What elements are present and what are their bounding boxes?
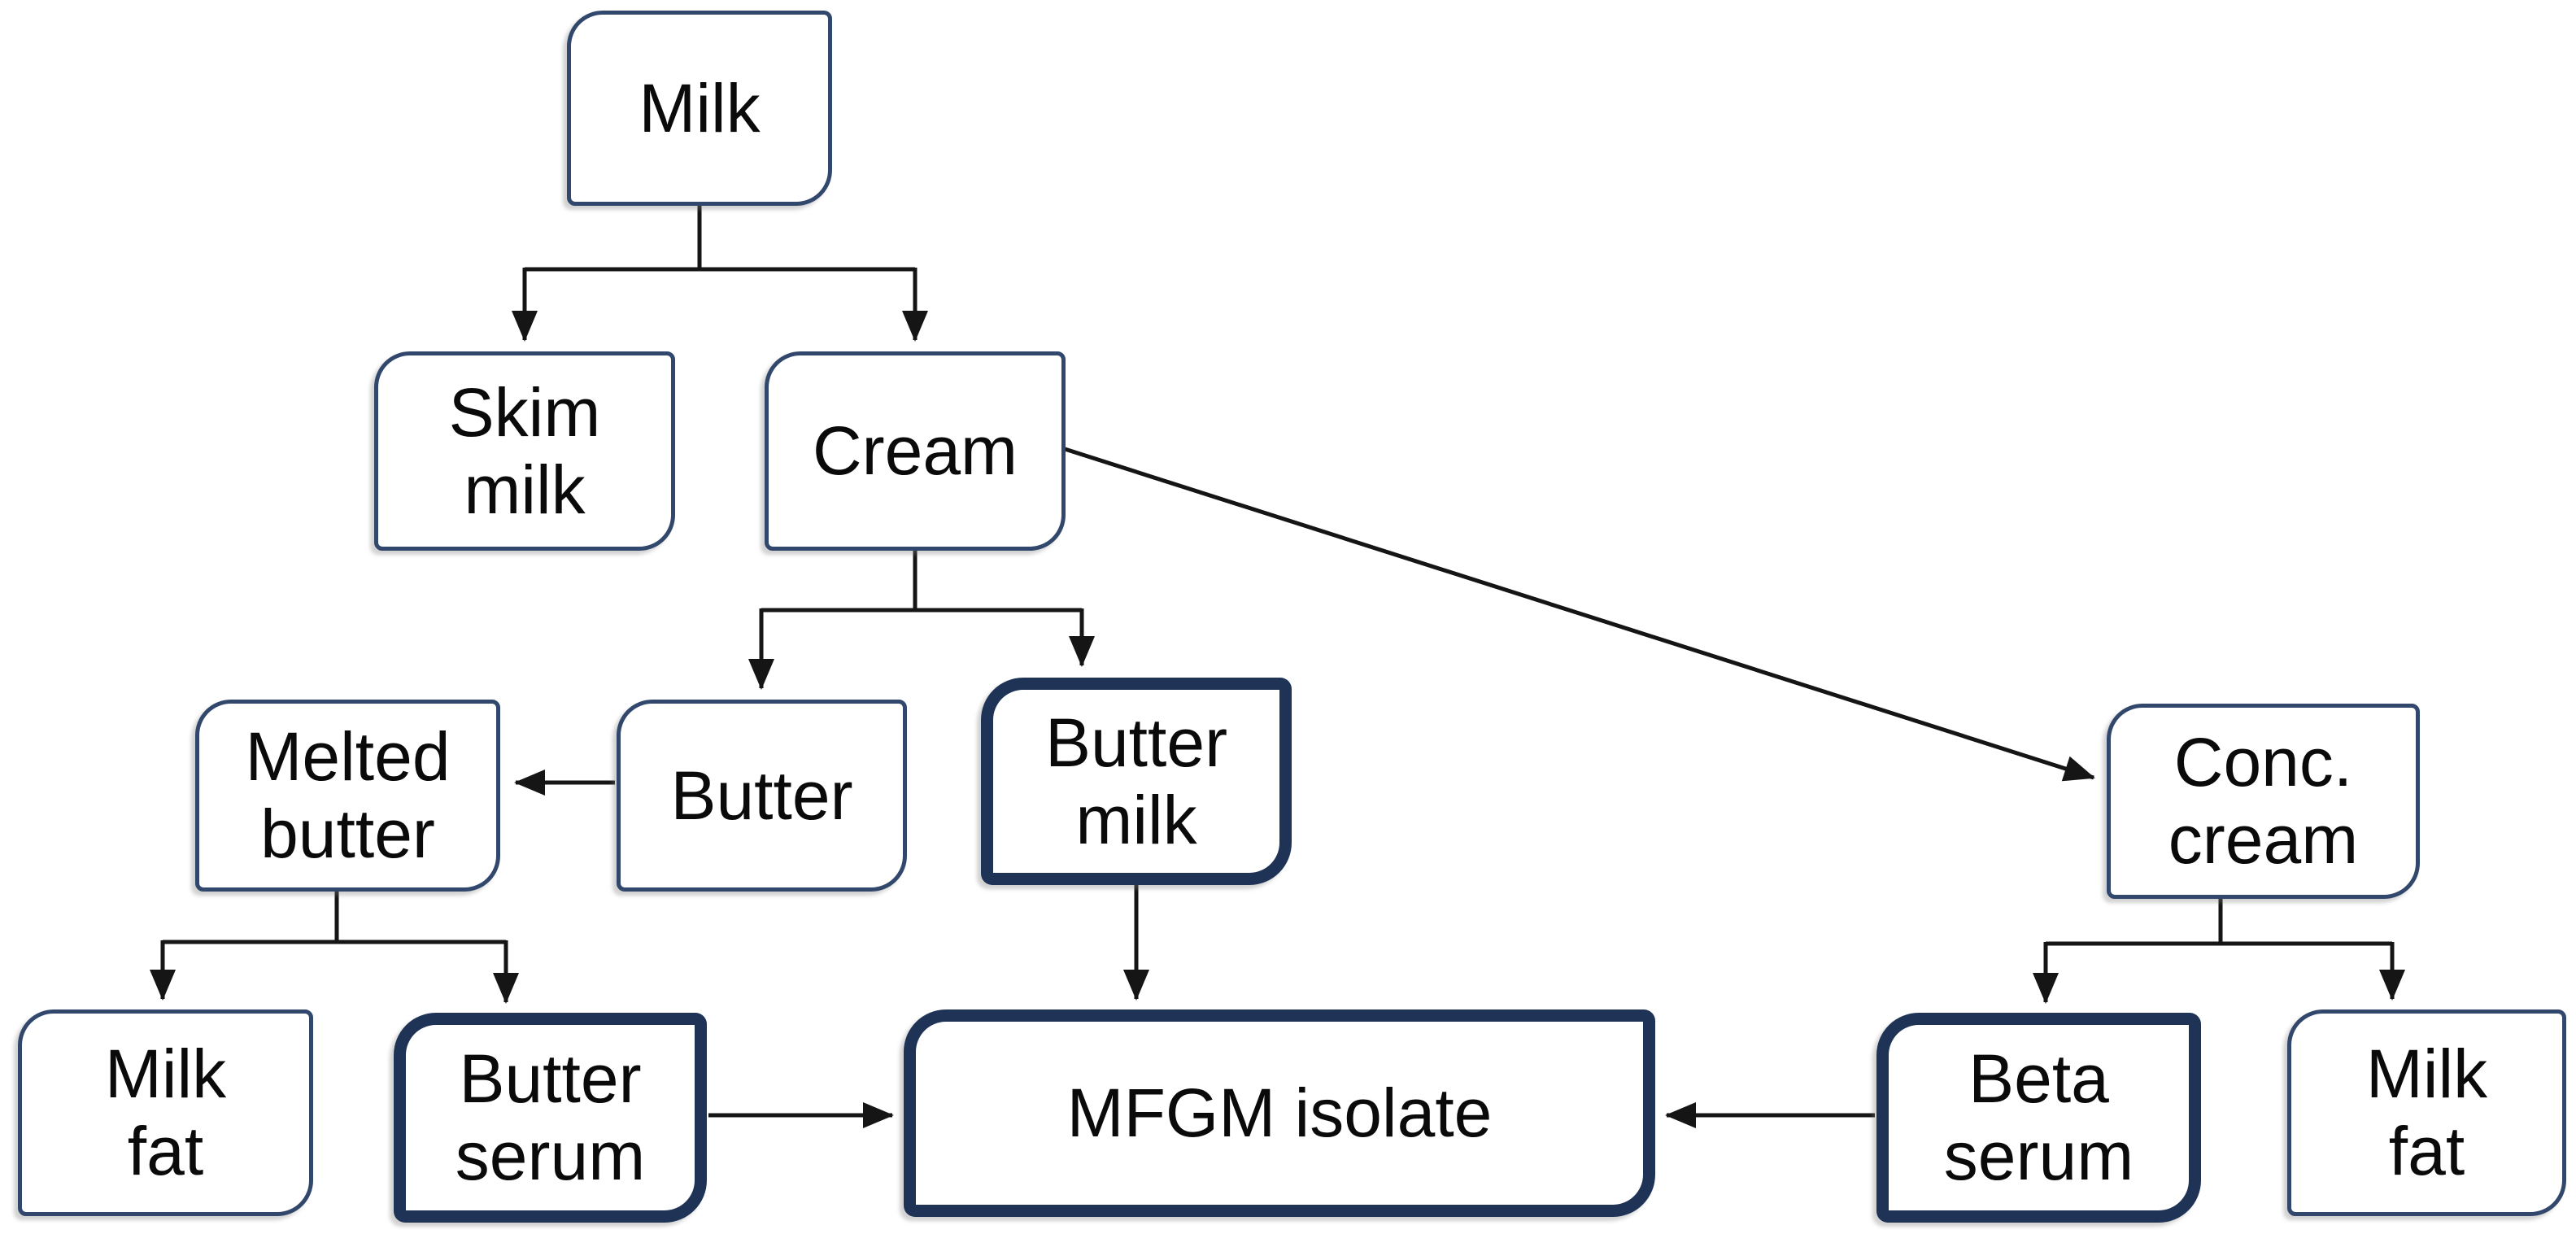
node-label: Butter: [459, 1040, 642, 1118]
node-label: serum: [1943, 1118, 2134, 1194]
node-label: Butter: [670, 757, 853, 834]
edge-milk-split-connector: [525, 203, 915, 272]
node-conc-cream: Conc. cream: [2107, 704, 2420, 899]
node-milk: Milk: [567, 11, 832, 206]
node-label: Milk: [639, 69, 761, 146]
node-label: Skim: [448, 373, 601, 451]
node-melted-butter: Melted butter: [195, 700, 500, 892]
node-label: Conc.: [2173, 724, 2353, 801]
node-butter-serum: Butter serum: [394, 1013, 707, 1223]
node-label: cream: [2168, 801, 2359, 878]
node-label: milk: [1075, 781, 1197, 858]
node-label: milk: [464, 451, 586, 528]
node-butter-milk: Butter milk: [981, 678, 1292, 885]
node-label: Melted: [245, 718, 451, 796]
node-milk-fat-left: Milk fat: [18, 1009, 313, 1216]
node-label: serum: [455, 1118, 646, 1194]
edge-conc-cream-split-connector: [2046, 897, 2392, 946]
node-milk-fat-right: Milk fat: [2287, 1009, 2566, 1216]
node-label: MFGM isolate: [1066, 1075, 1493, 1152]
edge-cream-split-connector: [761, 549, 1082, 613]
node-label: Cream: [812, 412, 1018, 490]
node-butter: Butter: [617, 700, 907, 892]
node-label: fat: [2388, 1113, 2465, 1189]
edge-melted-butter-split-connector: [163, 890, 506, 944]
node-cream: Cream: [765, 351, 1066, 551]
node-mfgm-isolate: MFGM isolate: [904, 1009, 1655, 1217]
node-beta-serum: Beta serum: [1876, 1013, 2201, 1223]
node-label: Butter: [1044, 704, 1228, 781]
node-label: Beta: [1968, 1040, 2109, 1118]
edge-cream-to-conc-cream: [1061, 446, 2095, 782]
node-label: fat: [127, 1113, 204, 1189]
node-label: butter: [260, 796, 435, 872]
node-skim-milk: Skim milk: [374, 351, 675, 551]
node-label: Milk: [2365, 1036, 2488, 1113]
node-label: Milk: [104, 1036, 227, 1113]
